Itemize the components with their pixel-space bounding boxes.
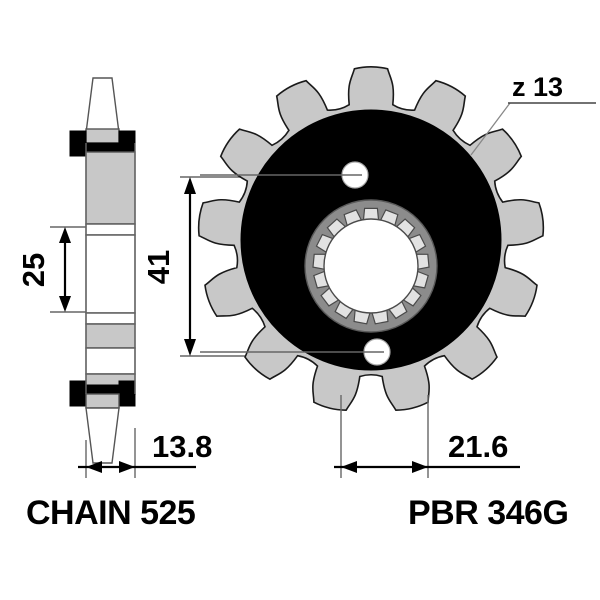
center-bore xyxy=(323,218,419,314)
dim216-arrow-right xyxy=(412,461,428,473)
profile-bottom-tooth xyxy=(85,407,120,464)
dimension-41: 41 xyxy=(141,176,250,357)
z13-label: z 13 xyxy=(512,72,563,102)
profile-bore-section xyxy=(85,234,136,314)
part-number-label: PBR 346G xyxy=(408,494,568,532)
dim25-label: 25 xyxy=(16,253,51,287)
sprocket-face-view xyxy=(197,66,545,412)
chain-label: CHAIN 525 xyxy=(26,494,195,532)
dim216-arrow-left xyxy=(341,461,357,473)
profile-hub-upper xyxy=(85,151,136,225)
side-profile-view xyxy=(69,77,136,464)
dim41-arrow-bottom xyxy=(184,339,196,356)
spline-tooth xyxy=(362,207,380,221)
dim25-arrow-top xyxy=(59,227,71,243)
profile-band-lower-1 xyxy=(85,323,136,349)
profile-upper-collar xyxy=(85,128,120,144)
profile-gap-lower xyxy=(85,312,136,325)
dim138-arrow-right xyxy=(119,461,135,473)
dim41-arrow-top xyxy=(184,177,196,194)
dim138-label-int: 13.8 xyxy=(152,429,212,464)
dim25-arrow-bottom xyxy=(59,296,71,312)
profile-top-tooth xyxy=(85,77,120,134)
dim138-arrow-left xyxy=(86,461,102,473)
z13-leader-line xyxy=(470,102,511,156)
profile-lower-collar xyxy=(85,393,120,409)
profile-band-white-lower xyxy=(85,347,136,375)
dimension-25: 25 xyxy=(16,226,86,313)
dimension-216: 21.6 xyxy=(334,395,520,478)
dimension-138: 13.8 xyxy=(78,428,212,478)
profile-gap-upper xyxy=(85,223,136,236)
tooth-count-callout: z 13 xyxy=(470,72,596,156)
dim216-label: 21.6 xyxy=(448,429,508,464)
dim41-label: 41 xyxy=(141,250,176,284)
